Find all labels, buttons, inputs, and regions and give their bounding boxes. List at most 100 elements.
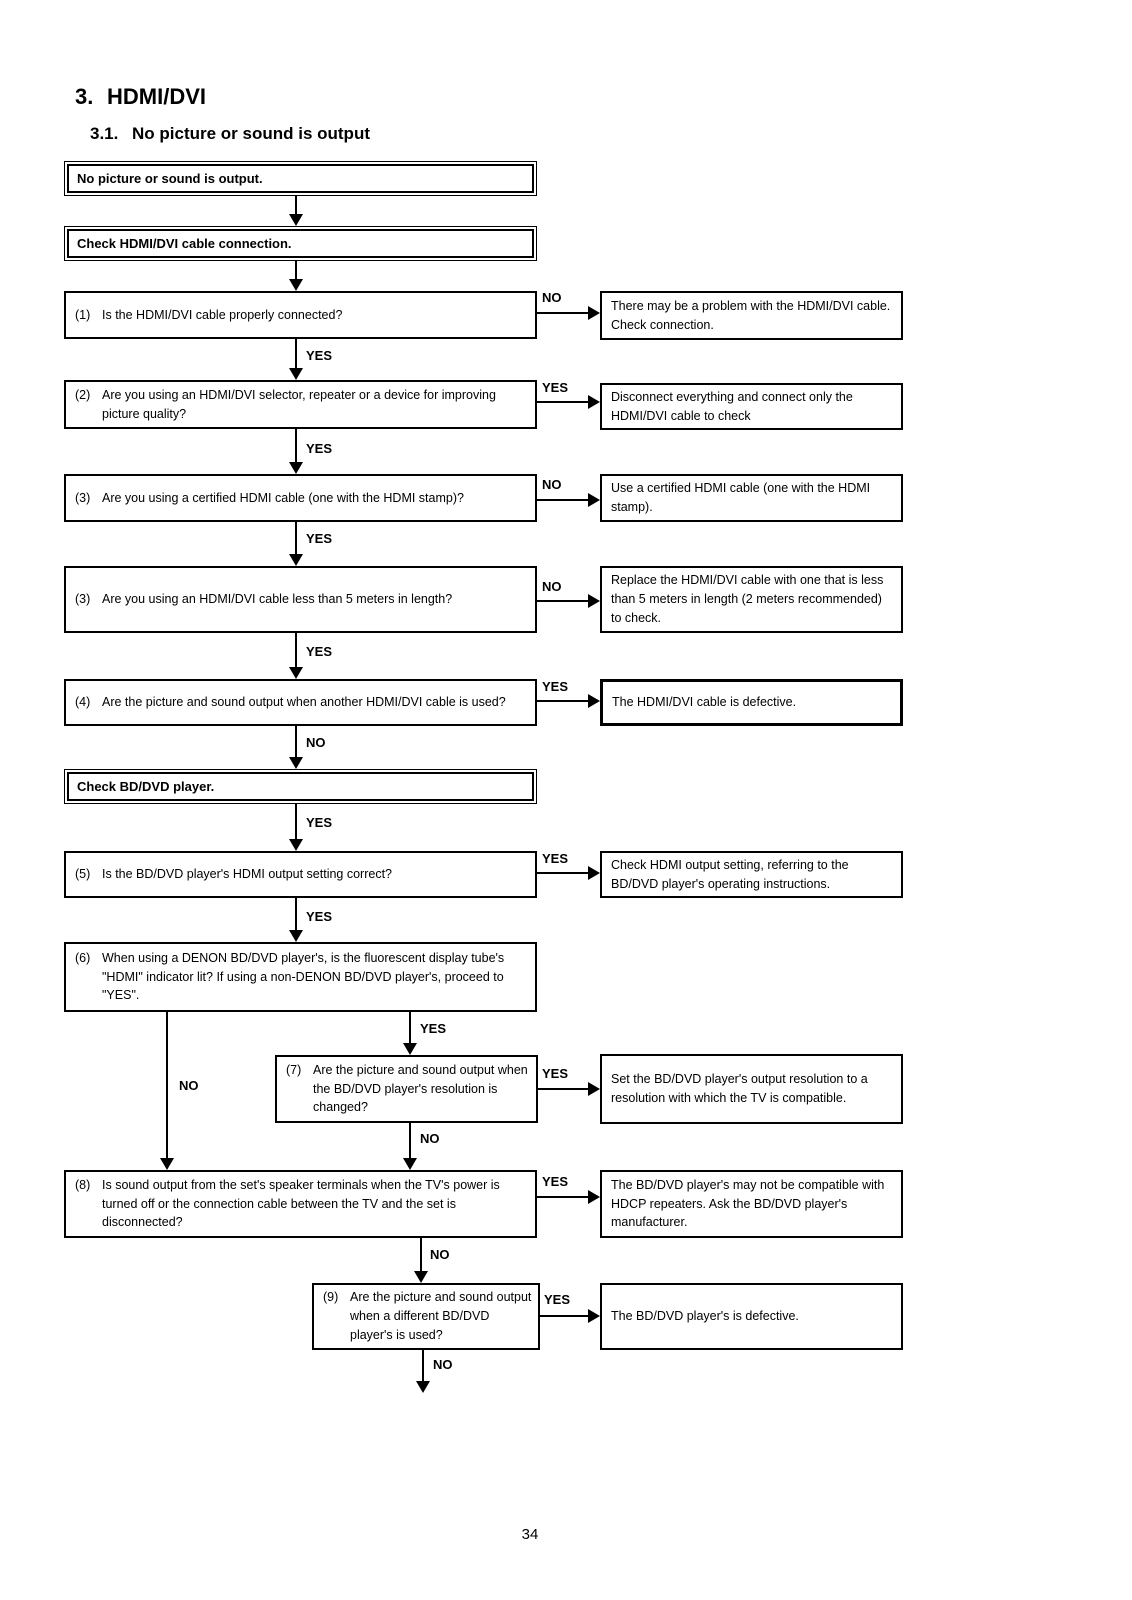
arrow-right-head: [588, 694, 600, 708]
start-box-symptom-text: No picture or sound is output.: [67, 164, 534, 193]
start-box-symptom: No picture or sound is output.: [64, 161, 537, 196]
result-text: Use a certified HDMI cable (one with the…: [611, 481, 871, 514]
page-number: 34: [521, 1526, 539, 1543]
arrow-down: [295, 196, 297, 215]
arrow-down-head: [289, 757, 303, 769]
branch-label-yes: YES: [306, 815, 333, 830]
branch-label-yes: YES: [542, 679, 569, 694]
step-question: Is the BD/DVD player's HDMI output setti…: [102, 867, 392, 882]
start-box-check-cable-text: Check HDMI/DVI cable connection.: [67, 229, 534, 258]
arrow-down-head: [289, 279, 303, 291]
section-title: HDMI/DVI: [107, 84, 206, 109]
branch-label-no: NO: [433, 1357, 453, 1372]
step-question: Are the picture and sound output when an…: [102, 695, 506, 710]
arrow-right-head: [588, 1082, 600, 1096]
step-question: Are the picture and sound output when a …: [350, 1290, 532, 1342]
result-box-8: The BD/DVD player's may not be compatibl…: [600, 1170, 903, 1238]
arrow-right-head: [588, 866, 600, 880]
step-number: (8): [75, 1177, 91, 1192]
branch-label-no: NO: [179, 1078, 199, 1093]
arrow-down: [295, 898, 297, 931]
subsection-heading: 3.1.No picture or sound is output: [90, 124, 370, 144]
arrow-down: [166, 1012, 168, 1159]
question-box-2: (2)Are you using an HDMI/DVI selector, r…: [64, 380, 537, 429]
arrow-down: [295, 633, 297, 668]
arrow-down: [409, 1123, 411, 1159]
question-box-4: (3)Are you using an HDMI/DVI cable less …: [64, 566, 537, 633]
question-box-9: (8)Is sound output from the set's speake…: [64, 1170, 537, 1238]
step-number: (2): [75, 387, 91, 402]
step-number: (5): [75, 867, 91, 882]
start-box-check-player: Check BD/DVD player.: [64, 769, 537, 804]
arrow-right: [537, 700, 588, 702]
branch-label-yes: YES: [306, 441, 333, 456]
arrow-right: [537, 1196, 588, 1198]
branch-label-yes: YES: [420, 1021, 447, 1036]
question-box-3: (3)Are you using a certified HDMI cable …: [64, 474, 537, 522]
result-text: Check HDMI output setting, referring to …: [611, 857, 849, 891]
arrow-down-head: [414, 1271, 428, 1283]
branch-label-no: NO: [420, 1131, 440, 1146]
subsection-title: No picture or sound is output: [132, 124, 370, 143]
question-box-8: (7)Are the picture and sound output when…: [275, 1055, 538, 1123]
arrow-right-head: [588, 1190, 600, 1204]
arrow-down: [295, 429, 297, 463]
start-box-check-cable: Check HDMI/DVI cable connection.: [64, 226, 537, 261]
question-box-5: (4)Are the picture and sound output when…: [64, 679, 537, 726]
branch-label-yes: YES: [544, 1292, 571, 1307]
branch-label-yes: YES: [306, 348, 333, 363]
arrow-right-head: [588, 395, 600, 409]
branch-label-no: NO: [430, 1247, 450, 1262]
step-question: Is the HDMI/DVI cable properly connected…: [102, 307, 343, 322]
step-number: (3): [75, 490, 91, 505]
arrow-right-head: [588, 306, 600, 320]
arrow-right: [537, 600, 588, 602]
arrow-down: [422, 1350, 424, 1382]
branch-label-yes: YES: [542, 1066, 569, 1081]
arrow-down: [295, 339, 297, 369]
arrow-down-head: [403, 1043, 417, 1055]
start-box-check-player-text: Check BD/DVD player.: [67, 772, 534, 801]
arrow-right: [537, 312, 588, 314]
arrow-down-head: [289, 554, 303, 566]
arrow-down: [295, 261, 297, 280]
result-box-2: Disconnect everything and connect only t…: [600, 383, 903, 430]
question-box-10: (9)Are the picture and sound output when…: [312, 1283, 540, 1350]
arrow-down-head: [403, 1158, 417, 1170]
step-question: When using a DENON BD/DVD player's, is t…: [102, 950, 505, 1003]
arrow-right-head: [588, 493, 600, 507]
arrow-right: [537, 872, 588, 874]
arrow-down-head: [289, 667, 303, 679]
branch-label-no: NO: [542, 290, 562, 305]
step-question: Are you using an HDMI/DVI cable less tha…: [102, 592, 453, 607]
result-box-5: The HDMI/DVI cable is defective.: [600, 679, 903, 726]
arrow-right: [540, 1315, 588, 1317]
branch-label-no: NO: [306, 735, 326, 750]
branch-label-yes: YES: [542, 380, 569, 395]
result-box-1: There may be a problem with the HDMI/DVI…: [600, 291, 903, 340]
question-box-6: (5) Is the BD/DVD player's HDMI output se…: [64, 851, 537, 898]
step-question: Are the picture and sound output when th…: [313, 1062, 528, 1115]
branch-label-yes: YES: [542, 851, 569, 866]
arrow-down-head: [416, 1381, 430, 1393]
arrow-down-head: [289, 462, 303, 474]
result-text: Disconnect everything and connect only t…: [611, 389, 853, 423]
arrow-right-head: [588, 594, 600, 608]
result-text: There may be a problem with the HDMI/DVI…: [611, 298, 891, 332]
arrow-down: [409, 1012, 411, 1044]
arrow-right: [537, 499, 588, 501]
branch-label-yes: YES: [306, 531, 333, 546]
arrow-down-head: [160, 1158, 174, 1170]
arrow-right: [538, 1088, 588, 1090]
arrow-down: [420, 1238, 422, 1272]
result-text: The BD/DVD player's may not be compatibl…: [611, 1177, 885, 1230]
result-box-3: Use a certified HDMI cable (one with the…: [600, 474, 903, 522]
result-text: Replace the HDMI/DVI cable with one that…: [611, 573, 884, 625]
question-box-7: (6) When using a DENON BD/DVD player's, i…: [64, 942, 537, 1012]
arrow-down: [295, 804, 297, 840]
step-number: (6): [75, 950, 91, 965]
branch-label-no: NO: [542, 477, 562, 492]
branch-label-yes: YES: [306, 644, 333, 659]
result-box-6: Check HDMI output setting, referring to …: [600, 851, 903, 898]
